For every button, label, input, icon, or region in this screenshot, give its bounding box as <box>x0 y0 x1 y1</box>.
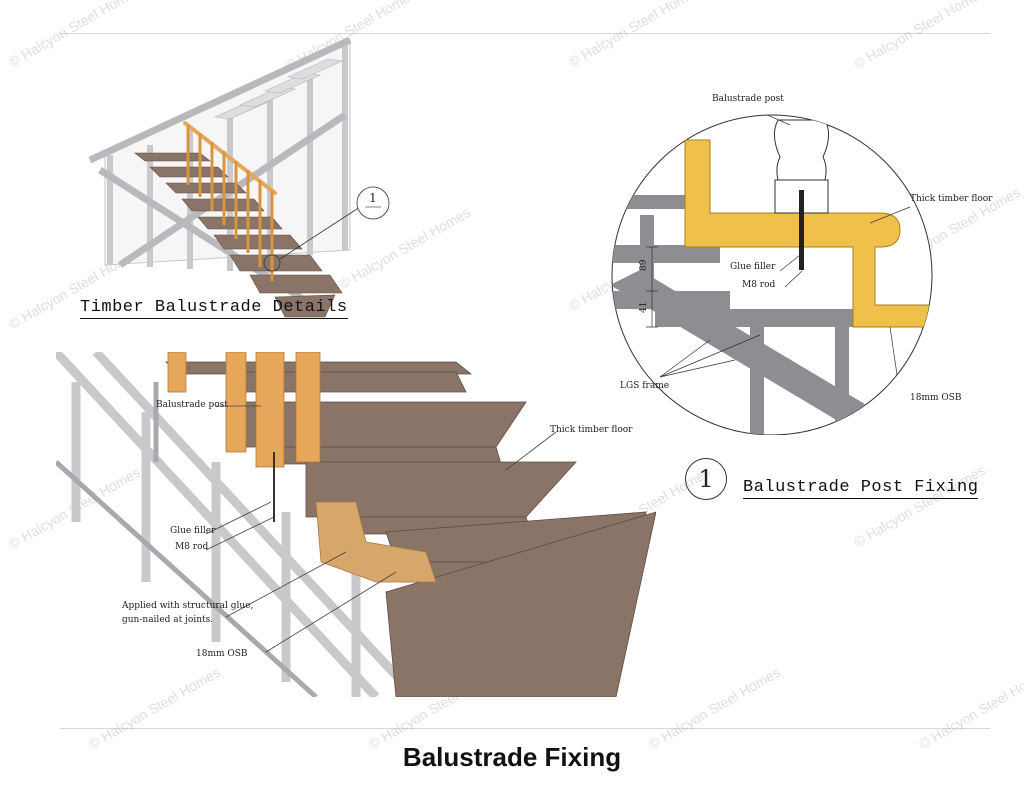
detail-number-circle: 1 <box>685 458 727 500</box>
label-osb-detail: 18mm OSB <box>910 393 962 403</box>
bottom-divider <box>60 728 990 729</box>
callout-number: 1 <box>369 191 377 205</box>
page-title: Balustrade Fixing <box>402 742 622 772</box>
staircase-cutaway-svg <box>52 348 657 701</box>
post-fixing-detail: 89 41 <box>600 95 990 436</box>
label-balustrade-post-detail: Balustrade post <box>712 94 784 104</box>
stair-frame-illustration: 1 <box>80 35 410 325</box>
label-structural-glue-line1: Applied with structural glue, <box>122 601 254 611</box>
watermark: © Halcyon Steel Homes <box>645 663 783 753</box>
label-thick-timber-floor-detail: Thick timber floor <box>910 194 993 204</box>
watermark: © Halcyon Steel Homes <box>850 0 988 73</box>
stair-frame-svg: 1 <box>88 36 390 318</box>
balustrade-post-fixing-caption: Balustrade Post Fixing <box>743 478 979 499</box>
label-balustrade-post-3d: Balustrade post <box>156 400 228 410</box>
watermark: © Halcyon Steel Homes <box>850 461 988 551</box>
watermark: © Halcyon Steel Homes <box>915 663 1024 753</box>
label-glue-filler-detail: Glue filler <box>730 262 776 272</box>
staircase-cutaway-illustration <box>52 348 657 701</box>
label-structural-glue-line2: gun-nailed at joints. <box>122 615 214 625</box>
post-fixing-detail-svg: 89 41 <box>611 114 933 436</box>
timber-balustrade-caption: Timber Balustrade Details <box>80 298 348 319</box>
label-m8-rod-detail: M8 rod <box>742 280 776 290</box>
label-osb-3d: 18mm OSB <box>196 649 248 659</box>
top-divider <box>60 33 990 34</box>
label-thick-timber-floor-3d: Thick timber floor <box>550 425 633 435</box>
label-glue-filler-3d: Glue filler <box>170 526 216 536</box>
detail-number: 1 <box>698 465 714 493</box>
label-m8-rod-3d: M8 rod <box>175 542 209 552</box>
label-lgs-frame-detail: LGS frame <box>620 381 670 391</box>
dimension-89: 89 <box>639 259 649 271</box>
watermark: © Halcyon Steel Homes <box>565 0 703 71</box>
dimension-41: 41 <box>639 302 649 313</box>
